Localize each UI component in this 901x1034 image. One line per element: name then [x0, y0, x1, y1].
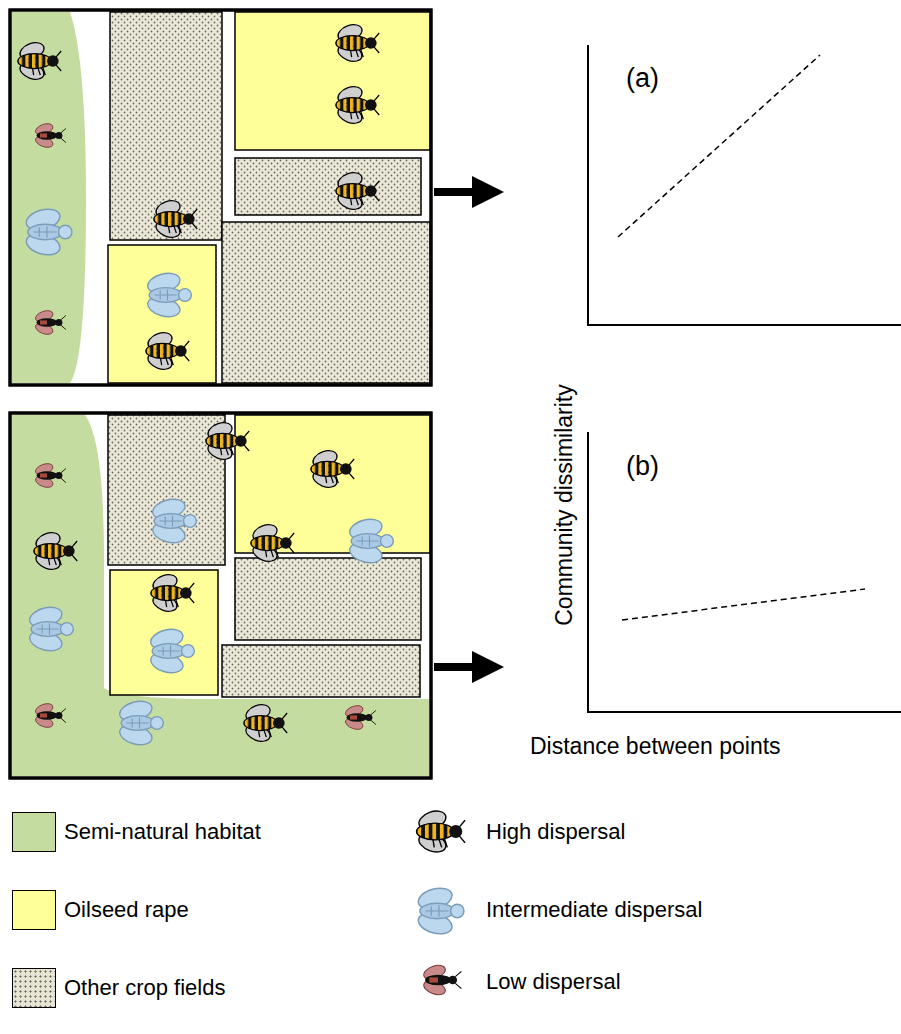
- panel-label: (a): [626, 64, 659, 94]
- legend-text: High dispersal: [486, 820, 625, 844]
- axis-label: Community dissimilarity: [552, 384, 577, 626]
- legend-text: Oilseed rape: [64, 898, 189, 922]
- legend-text: Other crop fields: [64, 976, 225, 1000]
- legend-swatch: [12, 968, 56, 1008]
- axis-label: Distance between points: [530, 734, 781, 759]
- legend-swatch: [12, 890, 56, 930]
- panel-label: (b): [626, 452, 659, 482]
- legend-text: Intermediate dispersal: [486, 898, 702, 922]
- legend-text: Low dispersal: [486, 970, 621, 994]
- legend-text: Semi-natural habitat: [64, 820, 261, 844]
- legend-swatch: [12, 812, 56, 852]
